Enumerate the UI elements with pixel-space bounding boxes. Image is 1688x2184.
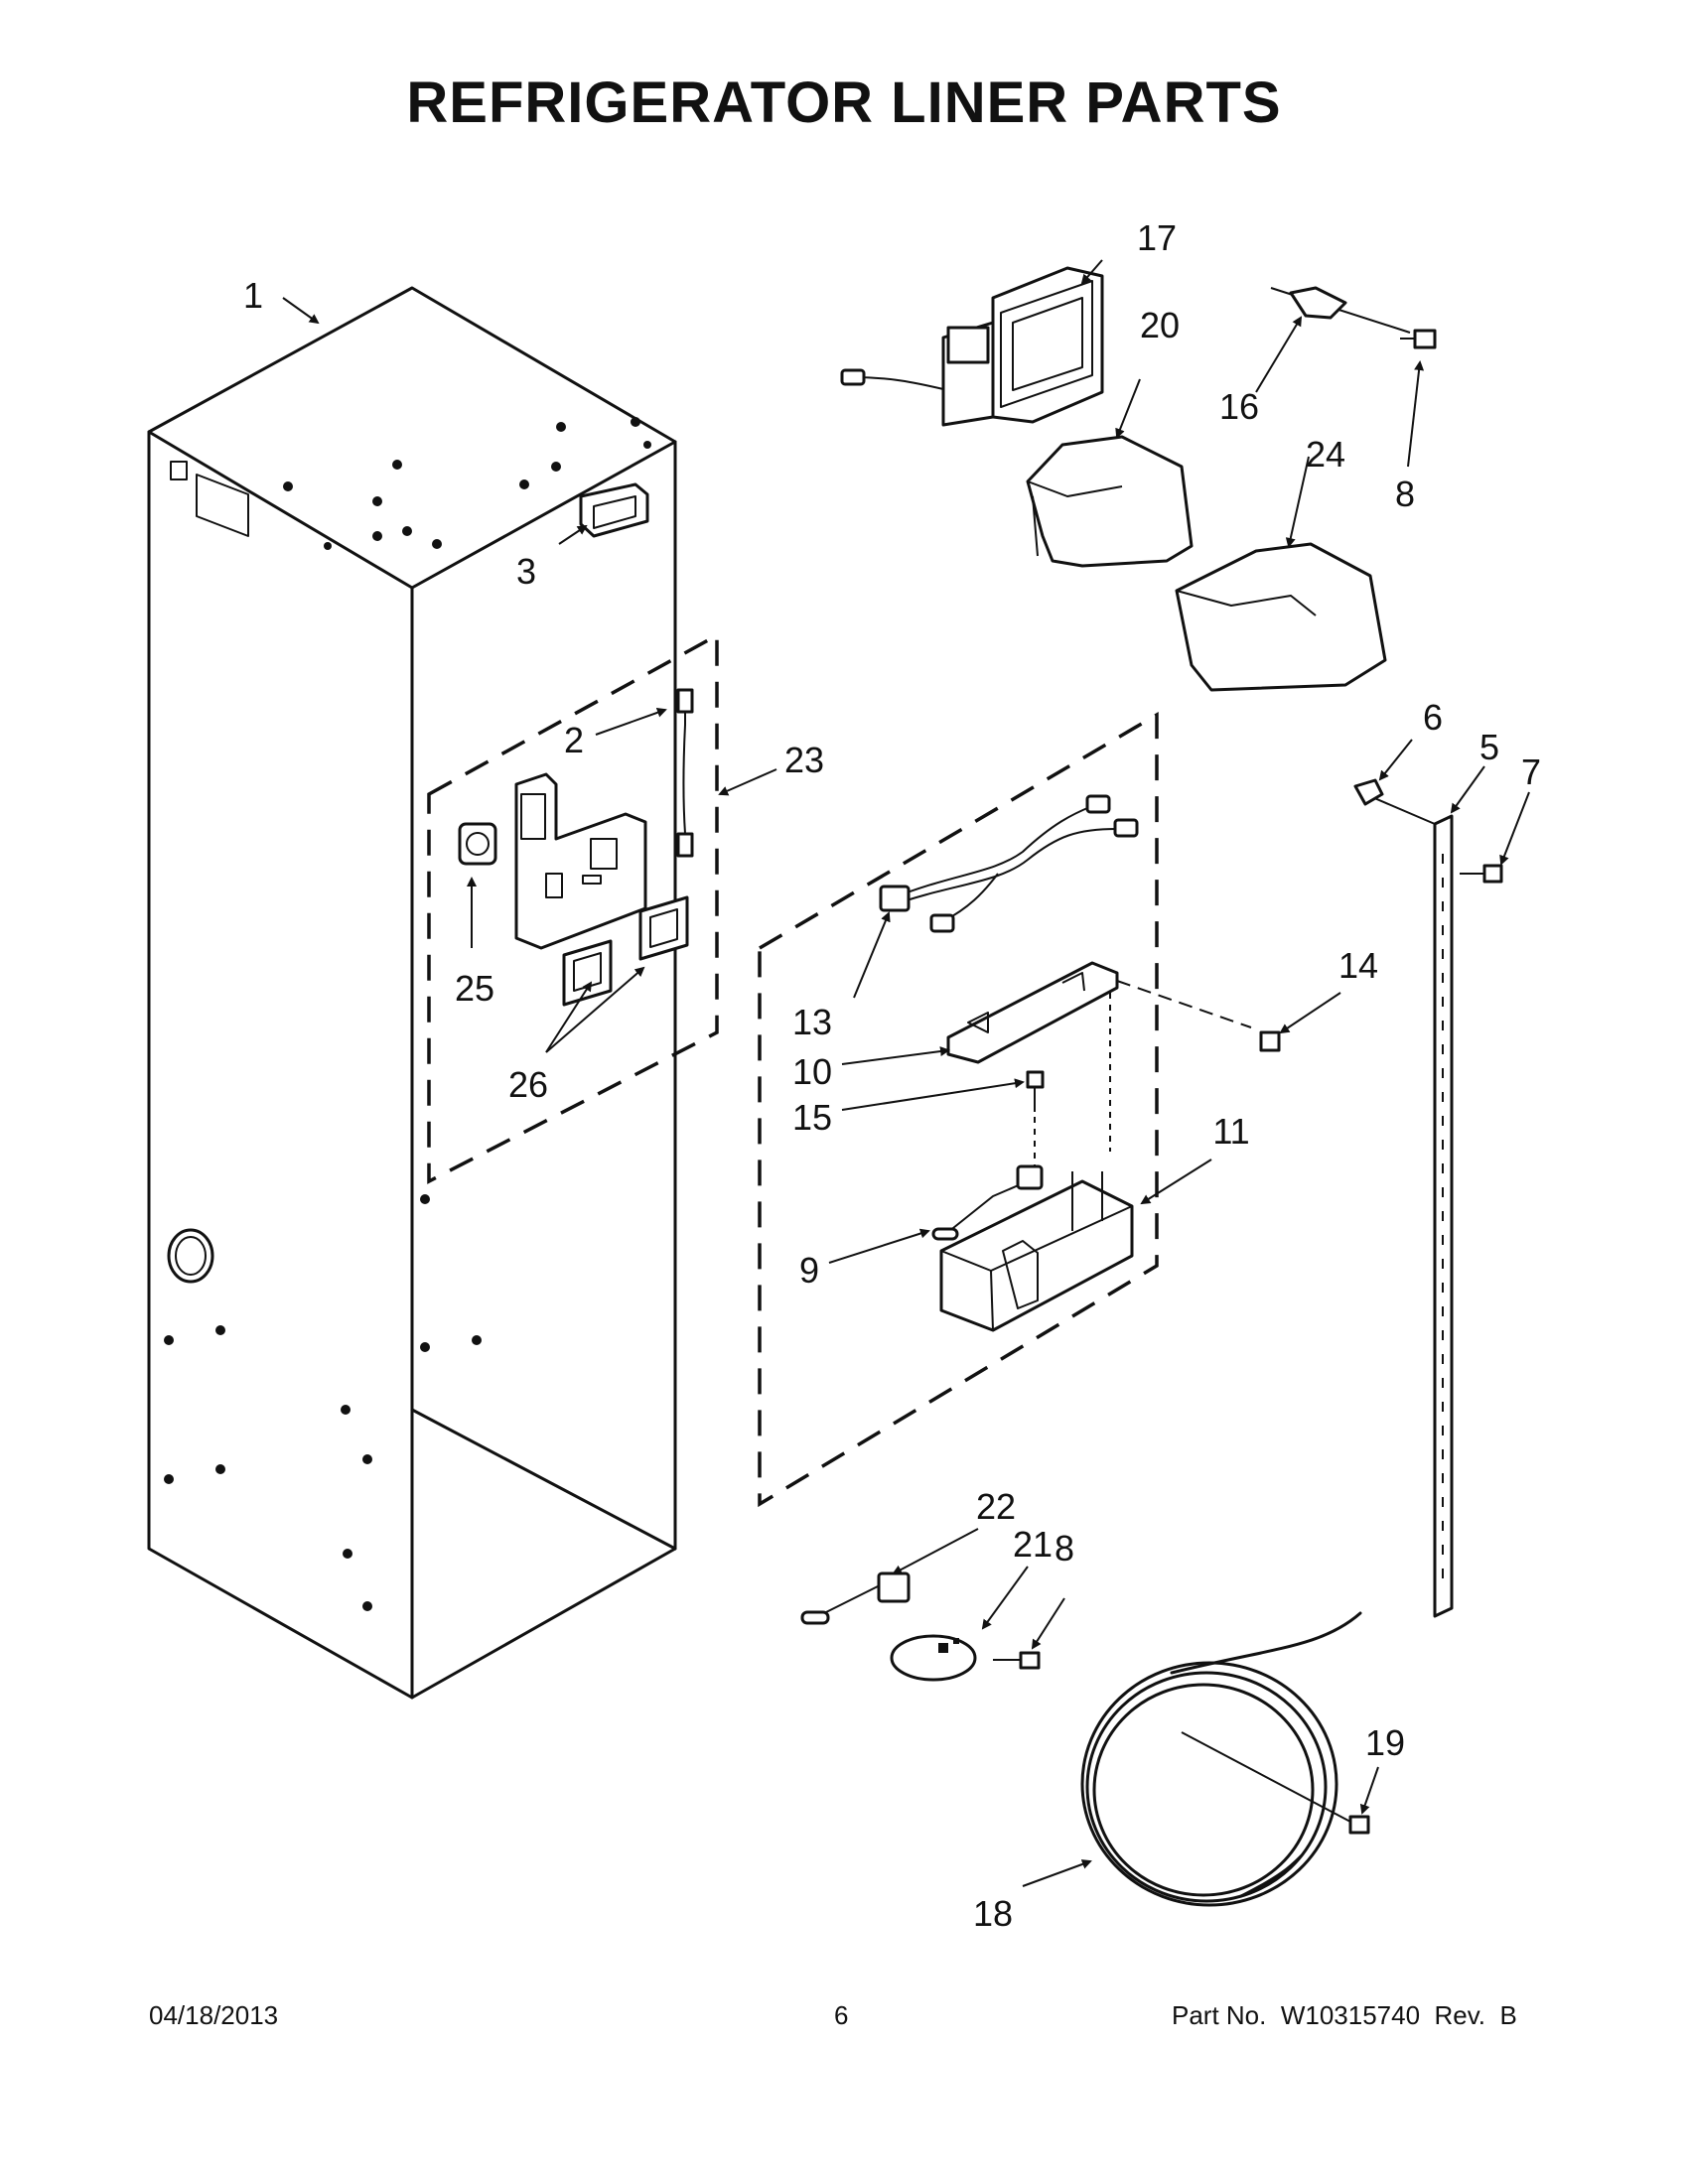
callout-16: 16 bbox=[1219, 386, 1259, 427]
callout-8-bottom: 8 bbox=[1055, 1528, 1074, 1569]
callout-2: 2 bbox=[564, 720, 584, 760]
callout-20: 20 bbox=[1140, 305, 1180, 345]
callout-10: 10 bbox=[792, 1051, 832, 1092]
screw-19 bbox=[1348, 1815, 1370, 1835]
liner-box bbox=[147, 286, 677, 1700]
callout-7: 7 bbox=[1521, 751, 1541, 792]
callout-13: 13 bbox=[792, 1002, 832, 1042]
callout-25: 25 bbox=[455, 968, 494, 1009]
leader-lines bbox=[282, 259, 1530, 1887]
light-21 bbox=[890, 1634, 1041, 1682]
control-panel-group bbox=[458, 688, 694, 1007]
callout-14: 14 bbox=[1338, 945, 1378, 986]
harness-and-housing bbox=[879, 794, 1252, 1332]
callout-5: 5 bbox=[1479, 727, 1499, 767]
callout-6: 6 bbox=[1423, 697, 1443, 738]
callout-9: 9 bbox=[799, 1250, 819, 1291]
bracket-16 bbox=[1270, 286, 1437, 349]
callout-21: 21 bbox=[1013, 1524, 1053, 1565]
callout-26: 26 bbox=[508, 1064, 548, 1105]
footer-date: 04/18/2013 bbox=[149, 2000, 279, 2030]
callout-17: 17 bbox=[1137, 217, 1177, 258]
callout-18: 18 bbox=[973, 1893, 1013, 1934]
page-title: REFRIGERATOR LINER PARTS bbox=[406, 70, 1282, 135]
group-9-15-boundary bbox=[758, 711, 1159, 1508]
callout-22: 22 bbox=[976, 1486, 1016, 1527]
module-17 bbox=[840, 266, 1104, 427]
cover-24 bbox=[1175, 542, 1387, 692]
cover-20 bbox=[1026, 435, 1194, 568]
screw-14 bbox=[1259, 1030, 1281, 1052]
rail-5 bbox=[1353, 778, 1503, 1618]
thermistor-22 bbox=[800, 1571, 911, 1625]
callout-15: 15 bbox=[792, 1097, 832, 1138]
group-23-boundary bbox=[427, 632, 719, 1184]
footer-page-number: 6 bbox=[834, 2000, 849, 2030]
callout-1: 1 bbox=[243, 275, 263, 316]
callout-8-top: 8 bbox=[1395, 474, 1415, 514]
callout-23: 23 bbox=[784, 740, 824, 780]
callout-3: 3 bbox=[516, 551, 536, 592]
callout-11: 11 bbox=[1212, 1111, 1249, 1152]
callout-labels: 1 2 3 5 6 7 8 8 9 10 11 13 14 15 16 17 1… bbox=[243, 217, 1541, 1934]
footer-part-number: Part No. W10315740 Rev. B bbox=[1172, 2000, 1517, 2030]
callout-24: 24 bbox=[1306, 434, 1345, 475]
tubing-18 bbox=[1080, 1611, 1362, 1907]
callout-19: 19 bbox=[1365, 1722, 1405, 1763]
